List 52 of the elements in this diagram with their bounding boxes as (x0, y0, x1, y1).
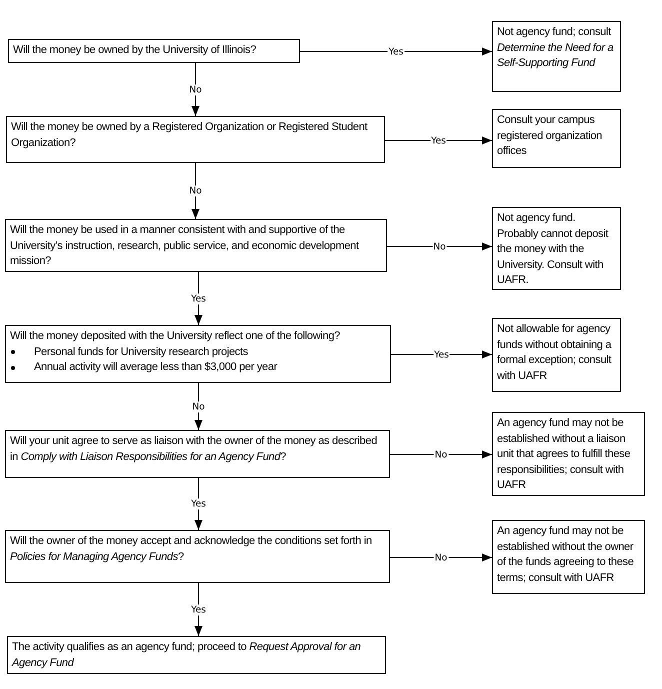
arrow (194, 478, 202, 530)
edge-label: Yes (190, 498, 207, 510)
arrow (194, 272, 202, 326)
outcome-box (492, 520, 645, 594)
decision-box (6, 116, 385, 163)
decision-box (5, 219, 387, 272)
arrow (194, 382, 202, 430)
arrow (384, 136, 492, 144)
outcome-box (492, 21, 621, 92)
outcome-text: Consult your campus registered organization offices (497, 113, 604, 160)
outcome-box (492, 207, 621, 290)
edge-label: No (191, 401, 206, 412)
edge-label: Yes (190, 604, 207, 615)
decision-box (5, 325, 391, 383)
arrow (192, 162, 200, 220)
question-text: Will the money be used in a manner consistent with and supportive of the University’s instruction, research, public service, and economic development mission? (10, 223, 360, 270)
outcome-box (492, 412, 645, 496)
question-text: Will the money be owned by a Registered Organization or Registered Student Organization? (11, 120, 368, 151)
edge-label: Yes (190, 293, 207, 304)
edge-label: No (432, 241, 447, 252)
edge-label: Yes (433, 349, 450, 360)
decision-box (8, 39, 300, 63)
edge-label: No (434, 449, 448, 460)
arrow (192, 62, 200, 116)
arrow (194, 582, 202, 636)
result-text: The activity qualifies as an agency fund; proceed to Request Approval for an Agency Fund (12, 640, 362, 671)
edge-label: No (188, 186, 203, 196)
edge-label: Yes (388, 46, 404, 57)
question-text: Will the money be owned by the University of Illinois? (13, 43, 258, 58)
edge-label: No (188, 84, 203, 95)
question-text: Will the owner of the money accept and acknowledge the conditions set forth in Policies for Managing Agency Funds? (10, 534, 373, 565)
outcome-box (492, 318, 621, 392)
decision-box (5, 430, 390, 478)
end-box (7, 636, 386, 674)
arrow (390, 450, 492, 458)
question-text: Will the money deposited with the University reflect one of the following? (10, 329, 341, 344)
edge-label: No (434, 552, 448, 563)
outcome-text: Not agency fund; consult Determine the Need for a Self-Supporting Fund (497, 25, 614, 72)
list-item-text: Annual activity will average less than $3,000 per year (34, 360, 278, 376)
arrow (386, 242, 492, 250)
outcome-box (492, 109, 621, 168)
outcome-text: Not allowable for agency funds without obtaining a formal exception; consult with UAFR (497, 322, 612, 384)
arrow (300, 48, 492, 56)
outcome-text: An agency fund may not be established without the owner of the funds agreeing to these terms; consult with UAFR (497, 524, 635, 586)
arrow (390, 554, 492, 562)
arrow (390, 350, 492, 358)
decision-box (5, 530, 390, 583)
edge-label: Yes (430, 135, 447, 146)
outcome-text: Not agency fund. Probably cannot deposit the money with the University. Consult with UAFR. (497, 211, 610, 288)
list-item-text: Personal funds for University research projects (34, 344, 248, 360)
outcome-text: An agency fund may not be established without a liaison unit that agrees to fulfill these responsibilities; consult with UAFR (497, 416, 632, 494)
question-text: Will your unit agree to serve as liaison with the owner of the money as described in Comply with Liaison Responsibilities for an Agency Fund? (10, 434, 378, 465)
